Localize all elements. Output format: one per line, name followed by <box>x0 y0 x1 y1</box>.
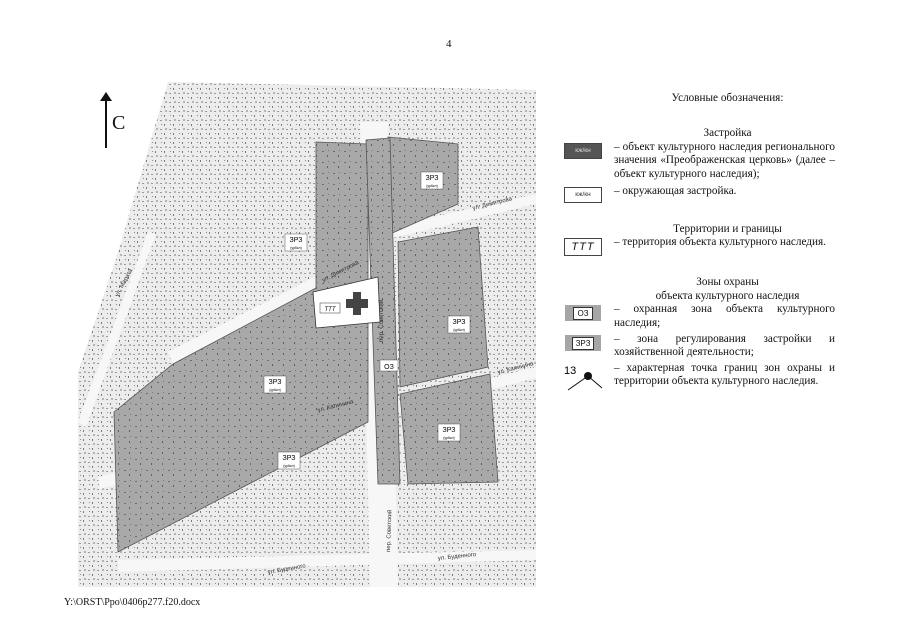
legend-item-oz: ОЗ – охранная зона объекта культурного н… <box>560 303 835 330</box>
street-dimitrova-upper <box>388 194 536 239</box>
page-number: 4 <box>446 38 452 50</box>
zrz-label-6: ЗРЗ <box>283 455 296 462</box>
boundary-point-icon: 13 <box>564 365 603 391</box>
legend-item-surrounding: кж/кн – окружающая застройка. <box>560 185 835 204</box>
heritage-object-desc: – объект культурного наследия региональн… <box>614 140 835 180</box>
legend-item-heritage-object: кж/кн – объект культурного наследия реги… <box>560 141 835 181</box>
ttt-label-box <box>319 302 341 314</box>
oz-label: ОЗ <box>384 364 394 371</box>
surrounding-building-desc: – окружающая застройка. <box>614 185 737 198</box>
surrounding-building-symbol: кж/кн <box>564 187 602 204</box>
zrz-label-3: ЗРЗ <box>453 319 466 326</box>
zrz-sub-3: (ур6кл) <box>453 328 465 332</box>
zrz-label-4: ЗРЗ <box>269 379 282 386</box>
legend-item-zrz: ЗРЗ – зона регулирования застройки и хоз… <box>560 333 835 360</box>
ttt-label: ТТТ <box>325 307 337 313</box>
north-indicator: С <box>100 92 140 154</box>
legend-territories-title: Территории и границы <box>673 223 782 236</box>
zrz-sub-1: (ур6кл) <box>426 184 438 188</box>
zrz-label-1: ЗРЗ <box>426 175 439 182</box>
legend-buildings-title: Застройка <box>703 127 752 140</box>
legend-zones-title-1: Зоны охраны <box>696 276 759 289</box>
zrz-sub-6: (ур6кл) <box>283 464 295 468</box>
zrz-label-5: ЗРЗ <box>443 427 456 434</box>
street-sovetskaya-label: пер. Советский <box>378 300 385 342</box>
legend-item-territory: ТТТ – территория объекта культурного нас… <box>560 236 835 257</box>
street-sovetskaya-bottom-label: пер. Советский <box>385 510 393 552</box>
oz-symbol-label: ОЗ <box>573 306 593 320</box>
zrz-label-2: ЗРЗ <box>290 237 303 244</box>
site-map: ТТТ ЗРЗ (ур6кл) ЗРЗ (ур6кл) ЗРЗ (ур6кл) … <box>78 82 536 587</box>
boundary-point-number: 13 <box>564 365 576 377</box>
oz-symbol: ОЗ <box>565 305 601 322</box>
legend-item-point: 13 – характерная точка границ зон охраны… <box>560 362 835 392</box>
footer-file-path: Y:\ORST\Ppo\0406p277.f20.docx <box>64 597 201 608</box>
north-letter: С <box>112 112 126 134</box>
zrz-desc: – зона регулирования застройки и хозяйст… <box>614 333 835 359</box>
territory-desc: – территория объекта культурного наследи… <box>614 236 826 249</box>
zrz-symbol-label: ЗРЗ <box>571 336 595 350</box>
legend-title: Условные обозначения: <box>671 92 784 104</box>
zrz-zone-mid-right <box>397 226 489 388</box>
street-marata <box>78 232 156 427</box>
zrz-sub-5: (ур6кл) <box>443 436 455 440</box>
oz-desc: – охранная зона объекта культурного насл… <box>614 303 835 329</box>
boundary-point-desc: – характерная точка границ зон охраны и … <box>614 361 835 388</box>
north-arrow-line <box>105 98 107 148</box>
north-arrow-icon <box>100 92 112 101</box>
territory-symbol: ТТТ <box>564 238 602 257</box>
legend: Условные обозначения: Застройка кж/кн – … <box>560 92 835 392</box>
street-budennogo-right-label: ул. Буденного <box>438 552 478 562</box>
legend-zones-title-2: объекта культурного наследия <box>655 289 800 302</box>
zrz-sub-4: (ур6кл) <box>269 388 281 392</box>
zrz-sub-2: (ур6кл) <box>290 246 302 250</box>
street-budennogo <box>118 550 536 572</box>
church-icon-cross <box>353 292 361 315</box>
heritage-object-symbol: кж/кн <box>564 142 602 159</box>
zone-labels: ЗРЗ (ур6кл) ЗРЗ (ур6кл) ЗРЗ (ур6кл) ЗРЗ … <box>263 171 471 470</box>
zrz-symbol: ЗРЗ <box>565 335 601 352</box>
oz-zone-strip <box>365 137 401 485</box>
